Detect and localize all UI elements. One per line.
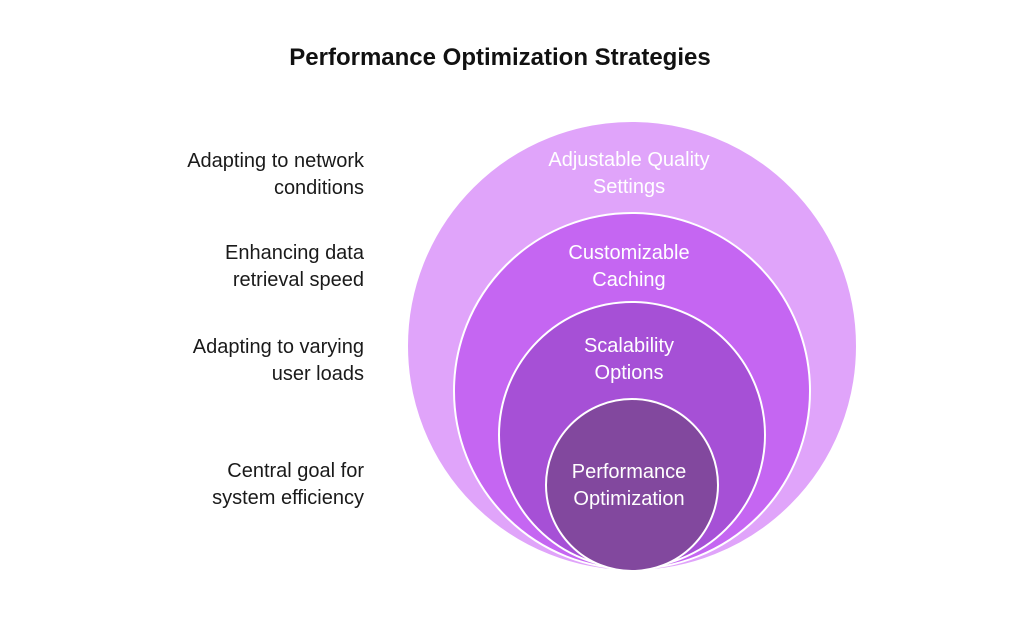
label-scalability-options: Scalability Options — [519, 333, 739, 387]
ring-label-line: Performance — [571, 461, 687, 483]
description-line: Central goal for — [227, 460, 364, 482]
ring-label-line: Adjustable Quality — [548, 149, 710, 171]
description-line: retrieval speed — [232, 269, 364, 291]
description-line: Adapting to varying — [192, 336, 364, 358]
description-line: system efficiency — [212, 487, 364, 509]
description-performance-optimization: Central goal for system efficiency — [124, 458, 364, 512]
label-adjustable-quality-settings: Adjustable Quality Settings — [519, 147, 739, 201]
description-line: conditions — [273, 177, 364, 199]
ring-label-line: Options — [594, 362, 664, 384]
diagram-title: Performance Optimization Strategies — [289, 44, 711, 71]
ring-label-line: Settings — [592, 176, 666, 198]
description-line: Enhancing data — [224, 242, 364, 264]
label-customizable-caching: Customizable Caching — [519, 240, 739, 294]
ring-label-line: Optimization — [573, 488, 685, 510]
label-performance-optimization: Performance Optimization — [519, 459, 739, 513]
ring-label-line: Customizable — [568, 242, 690, 264]
description-line: Adapting to network — [187, 150, 364, 172]
description-line: user loads — [271, 363, 364, 385]
description-adjustable-quality-settings: Adapting to network conditions — [124, 148, 364, 202]
description-scalability-options: Adapting to varying user loads — [124, 334, 364, 388]
ring-label-line: Caching — [592, 269, 666, 291]
ring-label-line: Scalability — [583, 335, 675, 357]
circle-performance-optimization — [545, 398, 719, 572]
description-customizable-caching: Enhancing data retrieval speed — [124, 240, 364, 294]
